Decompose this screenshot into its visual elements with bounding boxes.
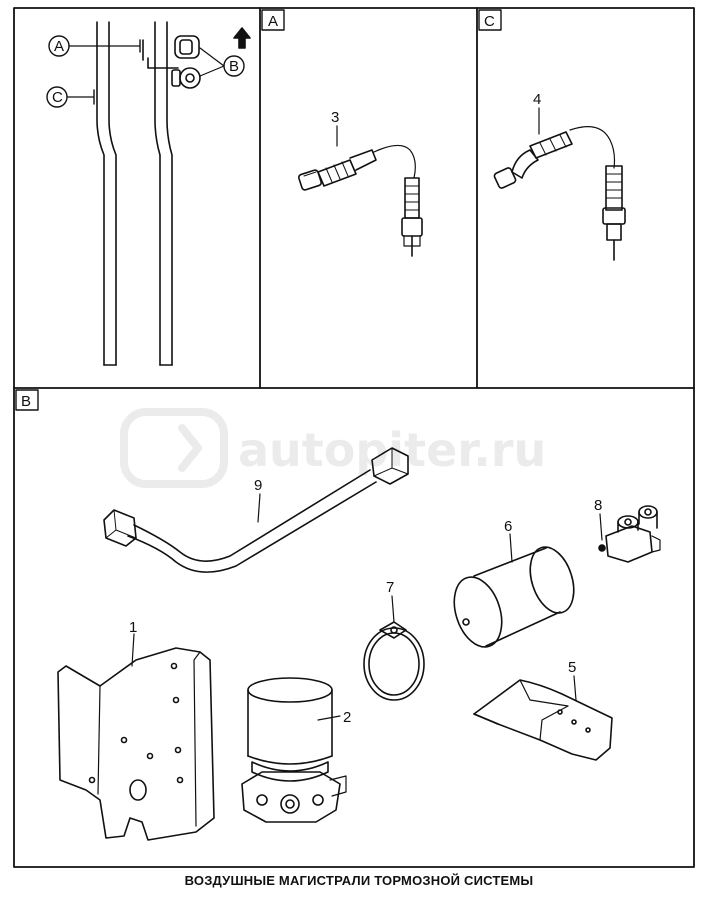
callout-c: C <box>46 86 95 108</box>
part-8-fitting-block <box>598 505 661 563</box>
figure-caption: ВОЗДУШНЫЕ МАГИСТРАЛИ ТОРМОЗНОЙ СИСТЕМЫ <box>184 873 534 888</box>
part-8-label: 8 <box>594 497 602 514</box>
leader-6 <box>509 533 513 563</box>
panel-tag-a: A <box>261 9 285 31</box>
part-6-air-tank <box>453 546 575 648</box>
leader-8 <box>599 513 603 541</box>
panel-tag-c-label: C <box>484 13 495 30</box>
part-7-clamp-band <box>363 621 425 701</box>
panel-tag-c: C <box>478 9 502 31</box>
leader-5 <box>573 675 577 701</box>
watermark: autopiter.ru <box>120 408 546 488</box>
panel-frames <box>13 7 695 868</box>
part-2-label: 2 <box>343 709 351 726</box>
callout-b: B <box>199 47 245 77</box>
part-3-flexible-hose <box>297 144 423 257</box>
part-3-label: 3 <box>331 109 339 126</box>
callout-a: A <box>48 35 141 57</box>
part-9-label: 9 <box>254 477 262 494</box>
part-5-label: 5 <box>568 659 576 676</box>
part-4-label: 4 <box>533 91 541 108</box>
forward-arrow-icon <box>233 27 251 49</box>
callout-c-label: C <box>52 89 63 106</box>
panel-tag-b-label: B <box>21 393 31 410</box>
part-2-air-dryer <box>241 677 347 823</box>
part-1-mounting-bracket <box>57 647 215 841</box>
part-1-label: 1 <box>129 619 137 636</box>
part-5-bracket-plate <box>473 679 613 761</box>
callout-b-label: B <box>229 58 239 75</box>
part-4-flexible-hose <box>493 126 626 261</box>
brake-air-lines-diagram: autopiter.ru A C B <box>13 7 695 868</box>
part-7-label: 7 <box>386 579 394 596</box>
panel-tag-a-label: A <box>268 13 278 30</box>
part-6-label: 6 <box>504 518 512 535</box>
panel-tag-b: B <box>15 389 39 411</box>
callout-a-label: A <box>54 38 64 55</box>
leader-2 <box>317 715 341 721</box>
leader-7 <box>391 595 395 623</box>
part-9-rigid-pipe <box>103 447 409 573</box>
chassis-frame-overview <box>96 21 251 366</box>
leader-9 <box>257 493 261 523</box>
leader-1 <box>131 633 135 667</box>
